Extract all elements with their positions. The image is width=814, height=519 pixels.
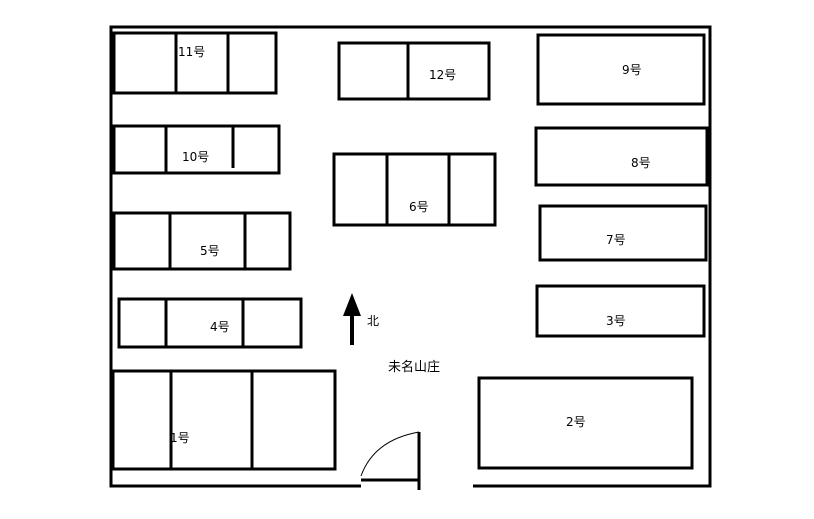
- building-label-12: 12号: [429, 68, 456, 82]
- building-label-7: 7号: [606, 233, 626, 247]
- building-label-1: 1号: [170, 431, 190, 445]
- building-9[interactable]: [536, 33, 706, 106]
- building-label-3: 3号: [606, 314, 626, 328]
- building-5[interactable]: [112, 211, 292, 271]
- building-2[interactable]: [477, 376, 694, 470]
- boundary-wall: [109, 25, 712, 488]
- compass-label: 北: [367, 314, 379, 328]
- building-label-8: 8号: [631, 156, 651, 170]
- building-11[interactable]: [112, 31, 278, 95]
- building-4[interactable]: [117, 297, 303, 349]
- building-label-11: 11号: [178, 45, 205, 59]
- gate-swing-arc: [360, 431, 420, 477]
- building-label-5: 5号: [200, 244, 220, 258]
- estate-name: 未名山庄: [388, 359, 440, 375]
- building-7[interactable]: [538, 204, 708, 262]
- building-label-10: 10号: [182, 150, 209, 164]
- north-arrow-icon: [343, 293, 361, 345]
- building-6[interactable]: [332, 152, 497, 227]
- building-1[interactable]: [111, 369, 337, 471]
- building-10[interactable]: [112, 124, 281, 175]
- building-8[interactable]: [534, 126, 709, 187]
- building-3[interactable]: [535, 284, 706, 338]
- building-label-9: 9号: [622, 63, 642, 77]
- building-label-4: 4号: [210, 320, 230, 334]
- building-label-6: 6号: [409, 200, 429, 214]
- building-12[interactable]: [337, 41, 491, 101]
- building-label-2: 2号: [566, 415, 586, 429]
